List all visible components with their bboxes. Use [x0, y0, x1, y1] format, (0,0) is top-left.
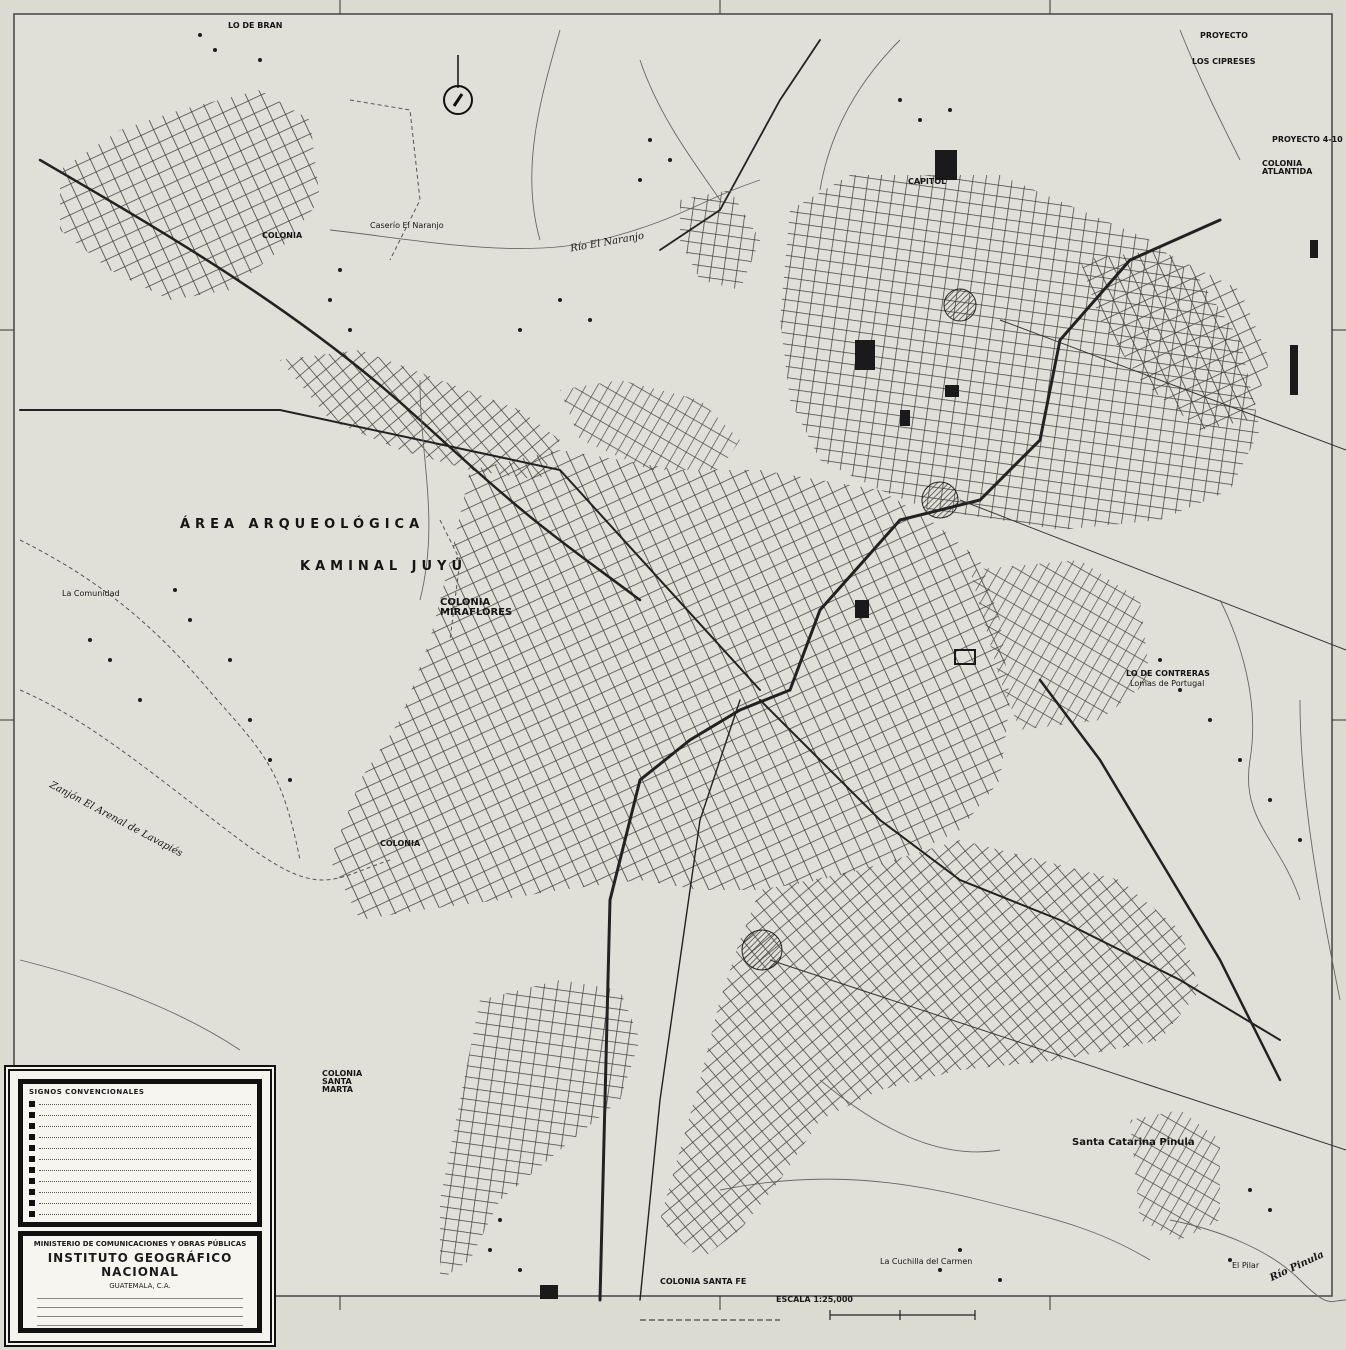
institution-block: MINISTERIO DE COMUNICACIONES Y OBRAS PÚB… — [18, 1231, 262, 1333]
legend-row — [29, 1121, 251, 1130]
label-el-pilar: El Pilar — [1232, 1261, 1260, 1270]
label-lo-de-bran: LO DE BRAN — [228, 21, 283, 30]
label-santa-catarina-pinula: Santa Catarina Pinula — [1072, 1137, 1195, 1148]
label-capitol: CAPITOL — [908, 177, 947, 186]
legend-row — [29, 1176, 251, 1185]
legend-row — [29, 1187, 251, 1196]
label-la-comunidad: La Comunidad — [62, 589, 120, 598]
institution-name: INSTITUTO GEOGRÁFICO NACIONAL — [47, 1251, 233, 1279]
label-caserio-el-naranjo: Caserío El Naranjo — [370, 221, 444, 230]
label-colonia-bethania: COLONIA — [262, 231, 303, 240]
label-kaminal-juyu: KAMINAL JUYÚ — [300, 559, 468, 574]
label-colonia-primero-julio: COLONIA — [380, 839, 421, 848]
label-lo-de-contreras: LO DE CONTRERAS — [1126, 669, 1210, 678]
legend-row — [29, 1143, 251, 1152]
label-area-arqueologica: ÁREA ARQUEOLÓGICA — [180, 517, 425, 532]
label-los-cipreses: LOS CIPRESES — [1192, 57, 1256, 66]
urban-area — [60, 90, 1270, 1280]
legend-symbols: SIGNOS CONVENCIONALES — [18, 1079, 262, 1227]
institution-ministry: MINISTERIO DE COMUNICACIONES Y OBRAS PÚB… — [33, 1240, 247, 1248]
legend-title: SIGNOS CONVENCIONALES — [29, 1088, 145, 1096]
label-proyecto-4-10: PROYECTO 4-10 — [1272, 135, 1343, 144]
label-lomas-portugal: Lomas de Portugal — [1130, 679, 1205, 688]
legend-row — [29, 1165, 251, 1174]
label-colonia-atlantida: COLONIA ATLANTIDA — [1262, 159, 1313, 176]
map-legend: SIGNOS CONVENCIONALES MINISTERIO DE COMU… — [4, 1065, 276, 1347]
label-colonia-santa-fe: COLONIA SANTA FE — [660, 1277, 747, 1286]
label-proyecto: PROYECTO — [1200, 31, 1248, 40]
north-arrow-icon — [443, 55, 473, 115]
label-colonia-santa-marta: COLONIA SANTA MARTA — [322, 1069, 363, 1094]
legend-row — [29, 1154, 251, 1163]
scale-text: ESCALA 1:25,000 — [776, 1295, 853, 1304]
institution-city: GUATEMALA, C.A. — [109, 1282, 171, 1290]
scale-bar — [640, 1310, 976, 1321]
legend-row — [29, 1209, 251, 1218]
legend-row — [29, 1099, 251, 1108]
label-colonia-miraflores: COLONIA MIRAFLORES — [440, 597, 513, 618]
legend-row — [29, 1198, 251, 1207]
legend-row — [29, 1132, 251, 1141]
legend-row — [29, 1110, 251, 1119]
label-la-cuchilla: La Cuchilla del Carmen — [880, 1257, 973, 1266]
